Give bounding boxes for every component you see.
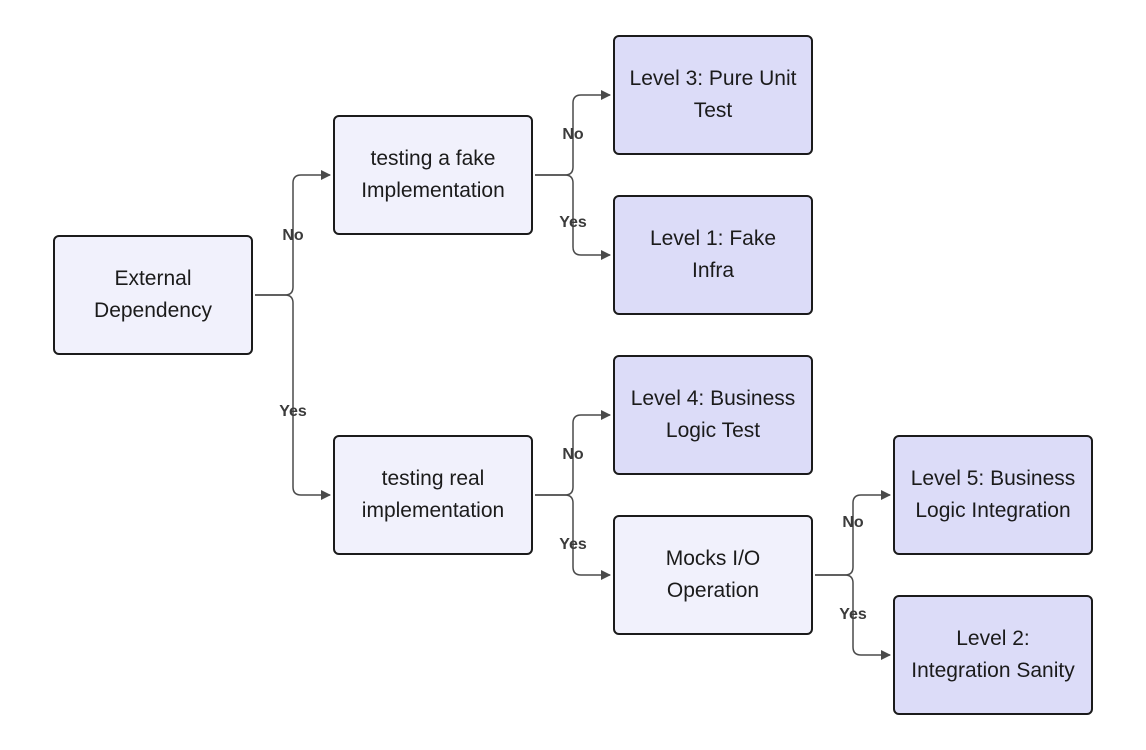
edge-fake-to-level3 bbox=[535, 90, 611, 176]
edge-real-to-level4 bbox=[535, 410, 611, 496]
edge-label-fake-to-level3: No bbox=[562, 126, 584, 143]
node-mocks-io-operation: Mocks I/O Operation bbox=[613, 515, 813, 635]
edge-label-ext-to-real: Yes bbox=[279, 403, 307, 420]
edge-mocks-to-level5 bbox=[815, 490, 891, 576]
node-label: testing real implementation bbox=[361, 467, 505, 522]
edge-ext-to-fake bbox=[255, 170, 331, 296]
edge-label-mocks-to-level2: Yes bbox=[839, 606, 867, 623]
node-label: Level 3: Pure Unit Test bbox=[629, 67, 797, 122]
node-label: Level 2: Integration Sanity bbox=[911, 627, 1075, 682]
node-level-2: Level 2: Integration Sanity bbox=[893, 595, 1093, 715]
edge-label-fake-to-level1: Yes bbox=[559, 214, 587, 231]
edge-label-real-to-level4: No bbox=[562, 446, 584, 463]
node-testing-real-implementation: testing real implementation bbox=[333, 435, 533, 555]
node-label: Mocks I/O Operation bbox=[665, 547, 761, 602]
node-level-4: Level 4: Business Logic Test bbox=[613, 355, 813, 475]
edge-ext-to-real bbox=[255, 294, 331, 500]
node-label: Level 1: Fake Infra bbox=[649, 227, 777, 282]
edge-real-to-mocks bbox=[535, 494, 611, 580]
node-label: Level 5: Business Logic Integration bbox=[910, 467, 1076, 522]
edge-mocks-to-level2 bbox=[815, 574, 891, 660]
node-label: testing a fake Implementation bbox=[361, 147, 505, 202]
node-label: Level 4: Business Logic Test bbox=[630, 387, 796, 442]
edge-label-ext-to-fake: No bbox=[282, 227, 304, 244]
node-testing-fake-implementation: testing a fake Implementation bbox=[333, 115, 533, 235]
node-level-1: Level 1: Fake Infra bbox=[613, 195, 813, 315]
edge-label-real-to-mocks: Yes bbox=[559, 536, 587, 553]
node-external-dependency: External Dependency bbox=[53, 235, 253, 355]
edge-fake-to-level1 bbox=[535, 174, 611, 260]
node-level-3: Level 3: Pure Unit Test bbox=[613, 35, 813, 155]
node-level-5: Level 5: Business Logic Integration bbox=[893, 435, 1093, 555]
edge-label-mocks-to-level5: No bbox=[842, 514, 864, 531]
node-label: External Dependency bbox=[94, 267, 212, 322]
